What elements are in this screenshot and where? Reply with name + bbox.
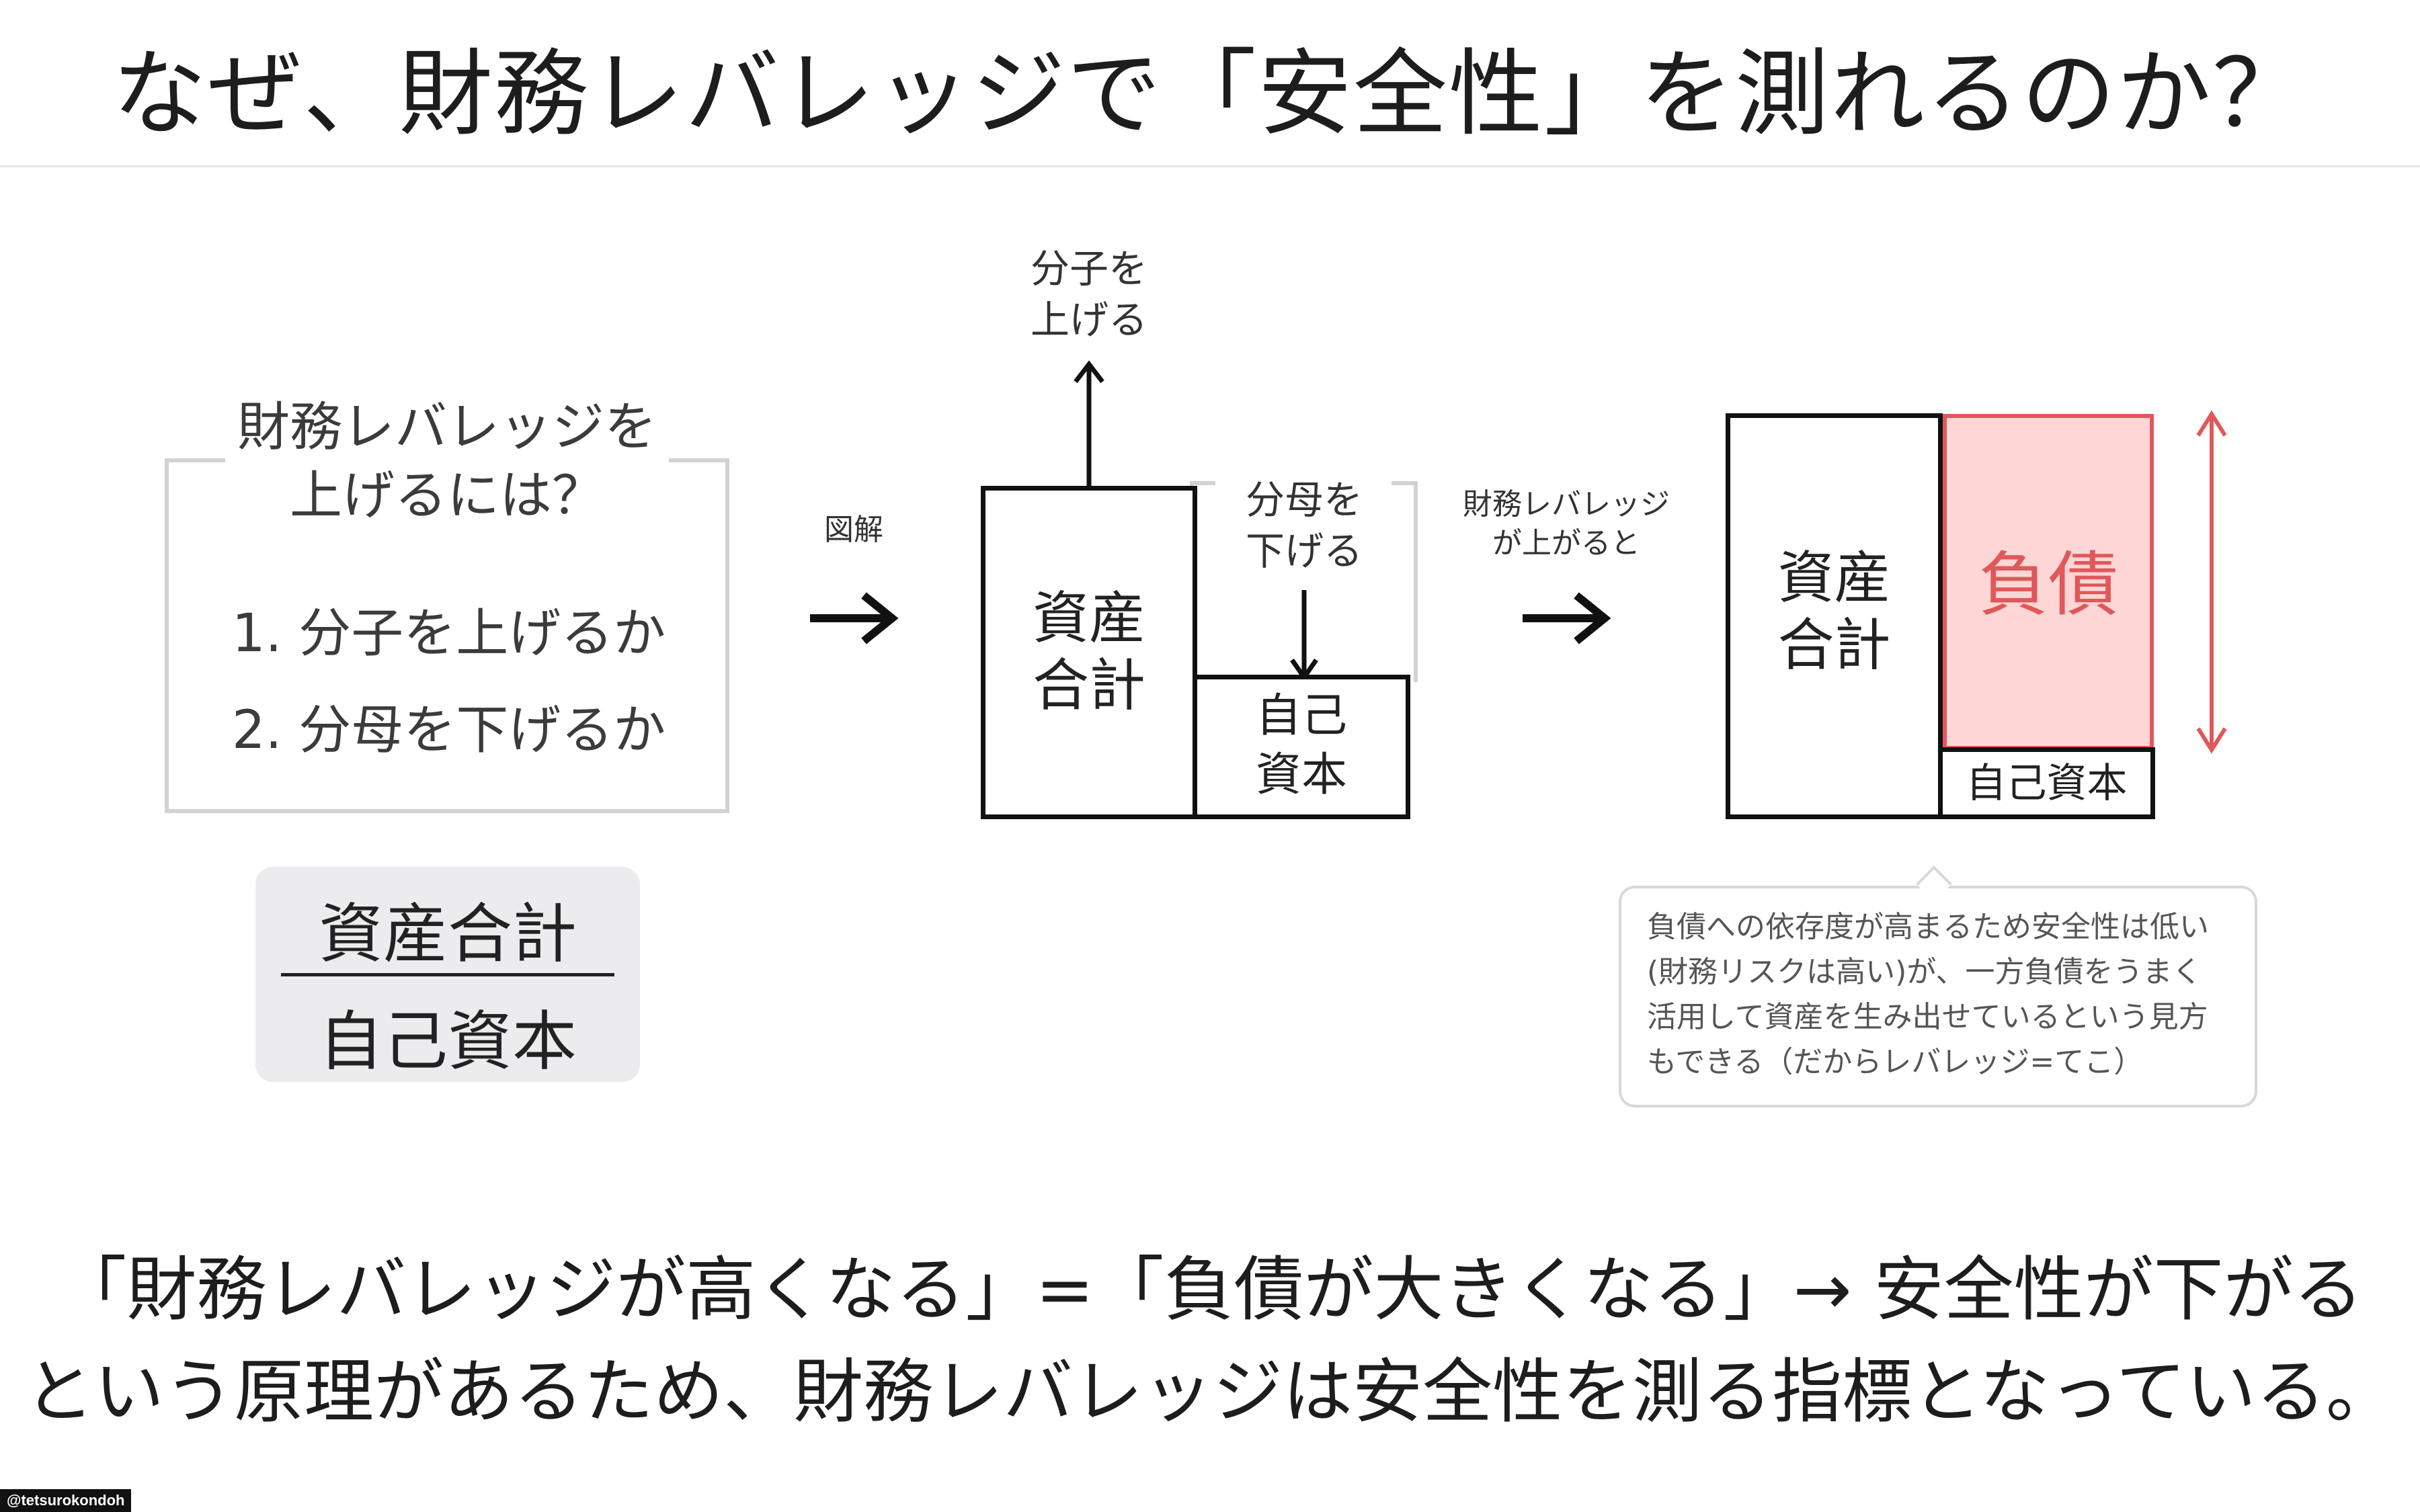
denominator-down-label: 分母を 下げる: [1223, 474, 1385, 577]
middle-equity-line1: 自己: [1255, 689, 1347, 743]
right-assets-line1: 資産: [1777, 545, 1891, 611]
down-arrow-icon: [1290, 590, 1318, 682]
formula-denominator: 自己資本: [319, 1004, 577, 1079]
up-arrow-icon: [1074, 360, 1104, 488]
numerator-up-line2: 上げる: [1030, 297, 1147, 343]
numerator-up-line1: 分子を: [1030, 246, 1147, 292]
arrow-label-leverage-line1: 財務レバレッジ: [1463, 487, 1670, 521]
arrow-label-zukai: 図解: [824, 513, 883, 547]
conclusion-line-1: 「財務レバレッジが高くなる」=「負債が大きくなる」→ 安全性が下がる: [56, 1249, 2364, 1331]
formula-fraction-bar: [281, 973, 614, 976]
question-item-1: 1. 分子を上げるか: [232, 603, 666, 664]
callout-text: 負債への依存度が高まるため安全性は低い (財務リスクは高い)が、一方負債をうまく…: [1647, 910, 2209, 1079]
right-assets-label: 資産 合計: [1726, 544, 1943, 679]
middle-assets-box: [981, 486, 1197, 819]
middle-equity-label: 自己 資本: [1193, 687, 1410, 805]
middle-assets-line2: 合計: [1032, 653, 1145, 718]
callout-box: [1619, 886, 2257, 1107]
arrow-label-leverage: 財務レバレッジ が上がると: [1445, 485, 1687, 563]
middle-assets-label: 資産 合計: [981, 585, 1197, 719]
right-assets-box: [1726, 413, 1943, 819]
question-heading: 財務レバレッジを 上げるには？: [225, 393, 669, 534]
liabilities-label: 負債: [1978, 544, 2118, 626]
author-credit: @tetsurokondoh: [0, 1489, 132, 1512]
denominator-down-line2: 下げる: [1245, 528, 1363, 574]
page-title: なぜ、財務レバレッジで「安全性」を測れるのか？: [112, 39, 2308, 149]
middle-assets-line1: 資産: [1032, 585, 1145, 651]
right-assets-line2: 合計: [1777, 612, 1891, 678]
question-item-2: 2. 分母を下げるか: [232, 700, 666, 761]
middle-equity-box: [1193, 675, 1410, 819]
numerator-up-label: 分子を 上げる: [1015, 243, 1163, 345]
formula-numerator: 資産合計: [319, 896, 577, 972]
right-arrow-icon: [810, 592, 899, 644]
question-heading-line2: 上げるには？: [289, 466, 604, 526]
question-heading-line1: 財務レバレッジを: [237, 397, 657, 458]
middle-equity-line2: 資本: [1255, 749, 1347, 802]
right-arrow-icon: [1523, 592, 1611, 644]
right-equity-box: [1938, 747, 2155, 819]
double-arrow-icon: [2196, 410, 2227, 754]
title-divider: [0, 165, 2420, 167]
denominator-down-line1: 分母を: [1245, 477, 1363, 523]
conclusion-line-2: という原理があるため、財務レバレッジは安全性を測る指標となっている。: [24, 1351, 2396, 1433]
arrow-label-leverage-line2: が上がると: [1492, 526, 1640, 560]
liabilities-box: [1943, 414, 2154, 750]
right-equity-label: 自己資本: [1966, 760, 2128, 807]
